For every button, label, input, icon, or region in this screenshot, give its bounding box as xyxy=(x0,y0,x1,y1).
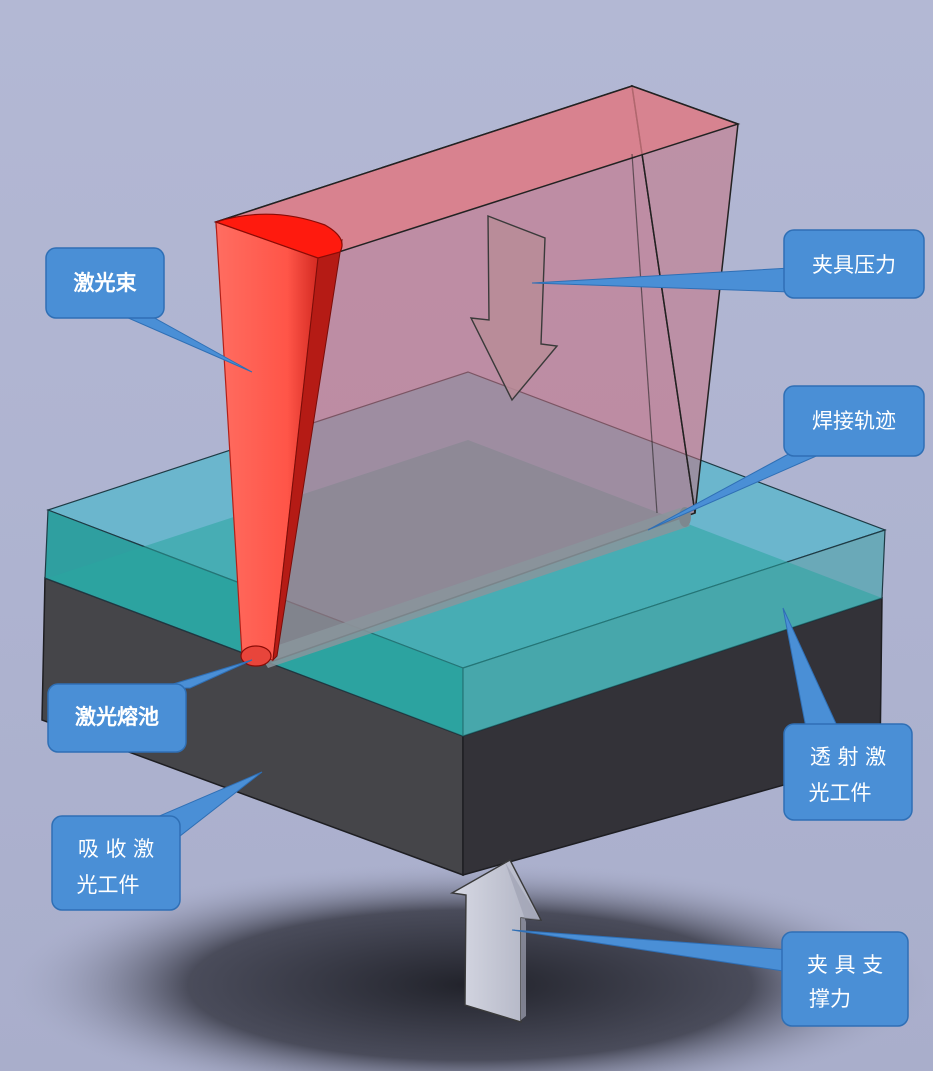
callout-support-line1: 夹 具 支 xyxy=(807,953,883,977)
callout-transmissive-workpiece: 透 射 激 光工件 xyxy=(782,607,913,821)
callout-transmissive-line2: 光工件 xyxy=(809,781,872,805)
callout-support-line2: 撑力 xyxy=(809,987,851,1011)
callout-clamp-pressure-label: 夹具压力 xyxy=(812,253,896,277)
callout-melt-pool: 激光熔池 xyxy=(47,659,253,753)
callout-weld-track-box xyxy=(783,385,925,457)
callout-support-box xyxy=(781,931,909,1027)
laser-beam xyxy=(214,213,343,667)
clamp-edge-line xyxy=(631,153,658,514)
support-arrow xyxy=(449,859,543,1023)
callout-weld-track-label: 焊接轨迹 xyxy=(812,409,896,433)
weld-track-rod xyxy=(258,508,690,668)
callout-transmissive-box xyxy=(783,723,913,821)
callout-clamp-pressure: 夹具压力 xyxy=(531,229,925,299)
callout-transmissive-line1: 透 射 激 xyxy=(810,745,886,769)
callout-absorptive-workpiece: 吸 收 激 光工件 xyxy=(51,771,263,911)
callout-absorptive-line1: 吸 收 激 xyxy=(78,837,154,861)
clamp-plate xyxy=(213,84,741,667)
support-arrow-side xyxy=(505,862,540,1020)
callout-absorptive-line2: 光工件 xyxy=(77,873,140,897)
laser-beam-top xyxy=(214,213,343,259)
callout-laser-beam-label: 激光束 xyxy=(74,271,138,295)
callout-laser-beam-box xyxy=(45,247,165,319)
callout-melt-pool-box xyxy=(47,683,187,753)
clamp-pressure-arrow xyxy=(469,214,559,402)
callout-weld-track: 焊接轨迹 xyxy=(647,385,925,531)
callout-clamp-pressure-box xyxy=(783,229,925,299)
callout-support-force: 夹 具 支 撑力 xyxy=(511,929,909,1027)
callout-absorptive-box xyxy=(51,815,181,911)
callout-melt-pool-label: 激光熔池 xyxy=(75,705,159,729)
callout-laser-beam: 激光束 xyxy=(45,247,253,373)
